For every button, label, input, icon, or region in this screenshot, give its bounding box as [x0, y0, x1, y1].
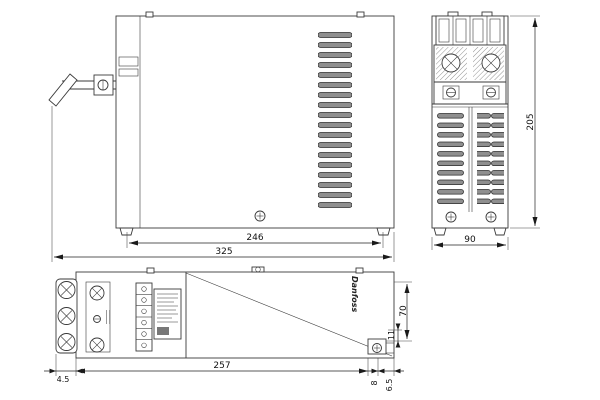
terminal-strip — [135, 282, 153, 352]
dim-side-height: 205 — [510, 15, 540, 229]
dim-label-inset: 11 — [387, 330, 396, 340]
front-vent-slots — [318, 31, 352, 211]
brand-label: Danfoss — [350, 276, 359, 312]
front-screw-icon — [254, 210, 266, 222]
dim-label-front-total: 325 — [215, 247, 232, 257]
terminal-screw-icon — [57, 333, 76, 351]
bottom-body-outline — [75, 271, 395, 359]
terminal-screw-icon — [481, 53, 501, 73]
dim-label-depth: 70 — [399, 305, 409, 317]
dim-bottom-depth: 70 — [386, 281, 412, 342]
input-terminals — [55, 278, 78, 354]
front-body-outline — [115, 15, 395, 229]
inner-screws — [85, 281, 111, 353]
dim-label-front-inner: 246 — [246, 233, 263, 243]
dim-label-gap-a: 8 — [370, 380, 379, 385]
dim-label-gap-b: 6.5 — [385, 379, 394, 392]
output-connector — [367, 338, 394, 355]
dim-bottom-inset: 11 — [387, 323, 402, 348]
top-tab — [145, 11, 154, 18]
front-view: 246 325 — [48, 11, 395, 262]
mounting-foot — [376, 227, 391, 236]
screw-boss — [251, 266, 265, 273]
dim-label-side-height: 205 — [526, 113, 536, 130]
side-vent-slots-left — [437, 112, 464, 207]
mounting-foot — [119, 227, 134, 236]
top-tab — [146, 267, 155, 274]
cable-clamp — [48, 73, 116, 107]
dim-label-side-width: 90 — [464, 235, 476, 245]
terminal-screw-icon — [57, 307, 76, 325]
bottom-screw-icon — [445, 211, 457, 223]
terminal-block — [432, 44, 508, 108]
top-tab — [355, 267, 364, 274]
dim-label-length: 257 — [213, 361, 230, 371]
dim-front-width-total: 325 — [51, 106, 395, 262]
dim-side-width: 90 — [431, 235, 509, 250]
side-vent-slots-right — [477, 112, 504, 207]
top-terminals — [435, 11, 505, 46]
terminal-screw-icon — [441, 53, 461, 73]
dim-label-offset-left: 4.5 — [57, 375, 70, 384]
terminal-screw-icon — [57, 281, 76, 299]
mounting-foot — [433, 227, 447, 236]
side-view: 205 90 — [431, 11, 540, 250]
cover-diagonal — [185, 272, 393, 357]
bottom-view: Danfoss 70 11 — [44, 266, 412, 391]
top-tab — [356, 11, 365, 18]
dim-front-width-inner: 246 — [126, 232, 384, 248]
dim-bottom-chain: 4.5 257 8 6.5 — [44, 354, 404, 391]
bottom-screw-icon — [485, 211, 497, 223]
product-label — [153, 288, 182, 340]
clamp-bracket — [48, 73, 78, 107]
side-flange-slot — [118, 68, 139, 77]
side-flange-slot — [118, 56, 139, 67]
mounting-foot — [493, 227, 507, 236]
